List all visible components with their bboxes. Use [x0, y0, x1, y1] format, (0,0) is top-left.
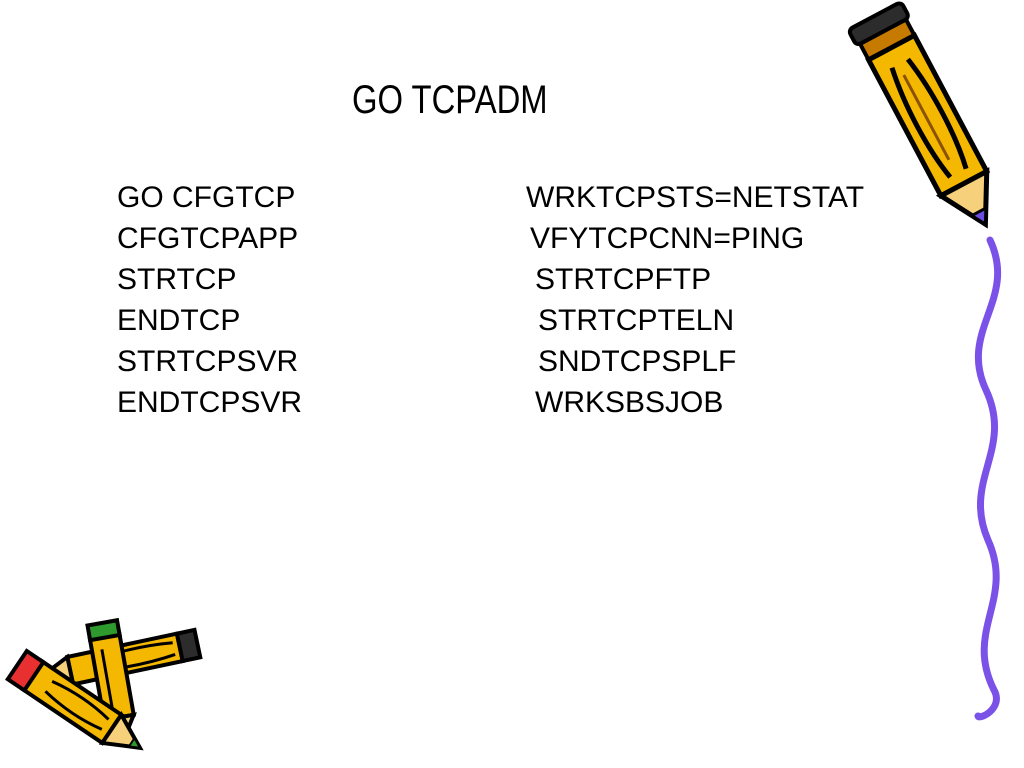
right-command-list: WRKTCPSTS=NETSTAT VFYTCPCNN=PING STRTCPF…	[526, 177, 864, 423]
left-command-list: GO CFGTCP CFGTCPAPP STRTCP ENDTCP STRTCP…	[117, 177, 302, 423]
command-item: GO CFGTCP	[117, 181, 296, 214]
command-item: SNDTCPSPLF	[538, 345, 737, 378]
pencil-icon	[5, 648, 144, 751]
pencil-icon	[36, 627, 203, 687]
command-item: ENDTCP	[117, 304, 241, 337]
command-item: STRTCPSVR	[117, 345, 299, 378]
command-item: WRKTCPSTS=NETSTAT	[526, 181, 865, 214]
command-item: WRKSBSJOB	[535, 386, 724, 419]
command-item: CFGTCPAPP	[117, 222, 299, 255]
command-item: STRTCPTELN	[538, 304, 735, 337]
pencil-icon	[85, 617, 137, 745]
command-item: STRTCPFTP	[535, 263, 712, 296]
slide-title: GO TCPADM	[352, 78, 548, 122]
command-item: STRTCP	[117, 263, 237, 296]
command-item: ENDTCPSVR	[117, 386, 303, 419]
command-item: VFYTCPCNN=PING	[530, 222, 805, 255]
